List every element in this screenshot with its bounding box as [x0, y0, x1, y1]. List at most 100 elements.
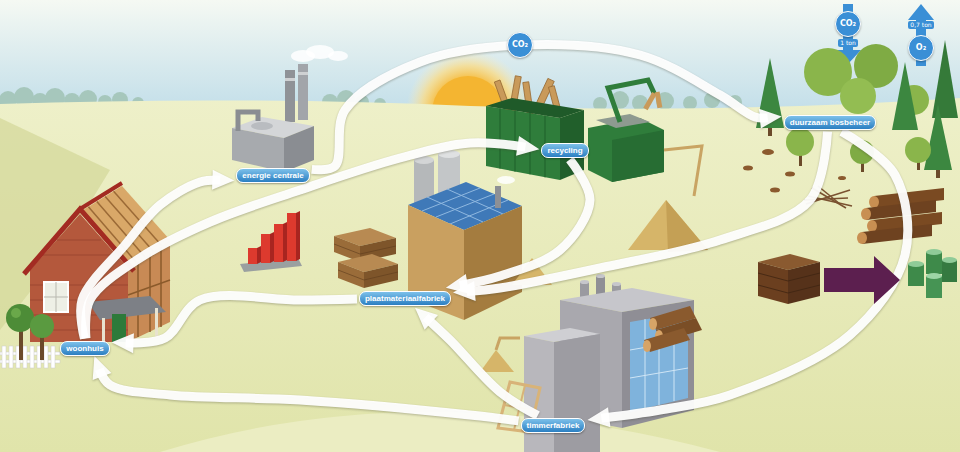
joinery-factory	[596, 274, 605, 278]
forest	[924, 104, 952, 170]
house	[114, 191, 162, 245]
forest	[840, 78, 876, 114]
edge-label-badge: CO₂	[507, 32, 533, 58]
forest	[936, 170, 940, 178]
fence	[9, 346, 13, 368]
joinery-factory	[630, 368, 688, 378]
bar-chart	[287, 213, 296, 261]
forest	[786, 128, 814, 156]
lumber-stack	[788, 285, 820, 293]
bar-chart	[248, 248, 257, 264]
lumber-stack	[788, 262, 820, 304]
garden-trees	[40, 335, 44, 360]
forest	[905, 137, 931, 163]
o2-arrow	[908, 4, 934, 66]
house	[57, 240, 101, 241]
station-label: woonhuis	[60, 341, 109, 356]
log-pile	[857, 232, 867, 244]
gas-label: 0,7 ton	[908, 21, 933, 29]
house	[155, 308, 158, 336]
gas-label-text: CO₂	[840, 19, 856, 28]
garden-trees	[30, 314, 54, 338]
biofuel-barrels	[926, 249, 942, 255]
flow-arrow	[86, 143, 526, 339]
conversion-arrow	[824, 256, 900, 304]
station-label: energie centrale	[236, 168, 309, 183]
biofuel-barrels	[926, 252, 942, 274]
label-text: energie centrale	[242, 171, 303, 180]
house	[160, 247, 162, 327]
ground	[0, 98, 960, 452]
gas-label: O₂	[908, 35, 934, 61]
joinery-factory	[580, 280, 589, 284]
board-stacks	[364, 272, 398, 280]
power-plant	[298, 64, 308, 120]
board-stacks	[364, 264, 398, 288]
house	[80, 183, 122, 209]
label-text: duurzaam bosbeheer	[790, 118, 870, 127]
ground	[0, 98, 960, 452]
label-text: recycling	[547, 146, 582, 155]
log-pile	[861, 208, 871, 220]
panel-factory	[497, 176, 515, 184]
power-plant	[238, 112, 258, 131]
lumber-stack	[758, 262, 788, 304]
tree-stumps	[838, 176, 846, 180]
bar-chart	[261, 234, 270, 263]
house	[149, 254, 151, 332]
power-plant	[298, 72, 308, 75]
fence	[44, 346, 48, 368]
tree-stumps	[785, 172, 795, 177]
recycling-plant	[588, 118, 664, 182]
panel-factory	[495, 186, 501, 208]
fence	[0, 346, 60, 368]
forest	[892, 62, 918, 130]
board-stacks	[338, 270, 364, 280]
biofuel-barrels	[926, 276, 942, 298]
log-pile	[862, 224, 932, 244]
biofuel-barrels	[908, 261, 924, 267]
power-plant	[232, 45, 348, 172]
bar-chart	[274, 224, 283, 262]
tree-stumps	[770, 188, 780, 193]
label-text: woonhuis	[66, 344, 103, 353]
biofuel-barrels	[942, 257, 957, 263]
flow-arrow	[425, 317, 537, 415]
log-pile	[869, 196, 879, 208]
garden-trees	[19, 330, 23, 360]
joinery-factory	[645, 319, 646, 408]
gas-label: 1 ton	[838, 39, 858, 47]
recycling-plant	[499, 108, 501, 168]
edge-label: CO₂	[512, 40, 528, 49]
garden-trees	[6, 304, 34, 332]
power-plant	[328, 51, 348, 61]
biofuel-barrels	[908, 249, 957, 298]
gas-label-text: O₂	[916, 43, 926, 52]
lumber-stack	[758, 254, 820, 304]
board-stacks	[334, 228, 398, 288]
flow-arrows	[81, 44, 908, 420]
station-label: recycling	[541, 143, 588, 158]
bar-chart	[240, 211, 302, 272]
joinery-factory	[480, 350, 514, 372]
joinery-factory	[644, 328, 690, 352]
lumber-stack	[788, 273, 820, 281]
power-plant	[251, 122, 273, 130]
bar-chart	[270, 232, 274, 263]
conversion-arrow	[824, 256, 900, 304]
flow-arrow	[126, 296, 357, 344]
garden-trees	[6, 304, 54, 360]
power-plant	[232, 128, 284, 172]
board-stacks	[360, 246, 396, 254]
bar-chart	[296, 211, 300, 261]
board-stacks	[338, 262, 364, 288]
house	[24, 183, 170, 342]
lumber-stack	[758, 273, 788, 281]
panel-factory	[447, 189, 503, 214]
recycling-plant	[596, 114, 650, 128]
o2-arrow	[908, 4, 934, 66]
recycling-plant	[612, 130, 664, 182]
house	[88, 296, 166, 320]
bar-chart	[257, 246, 261, 264]
